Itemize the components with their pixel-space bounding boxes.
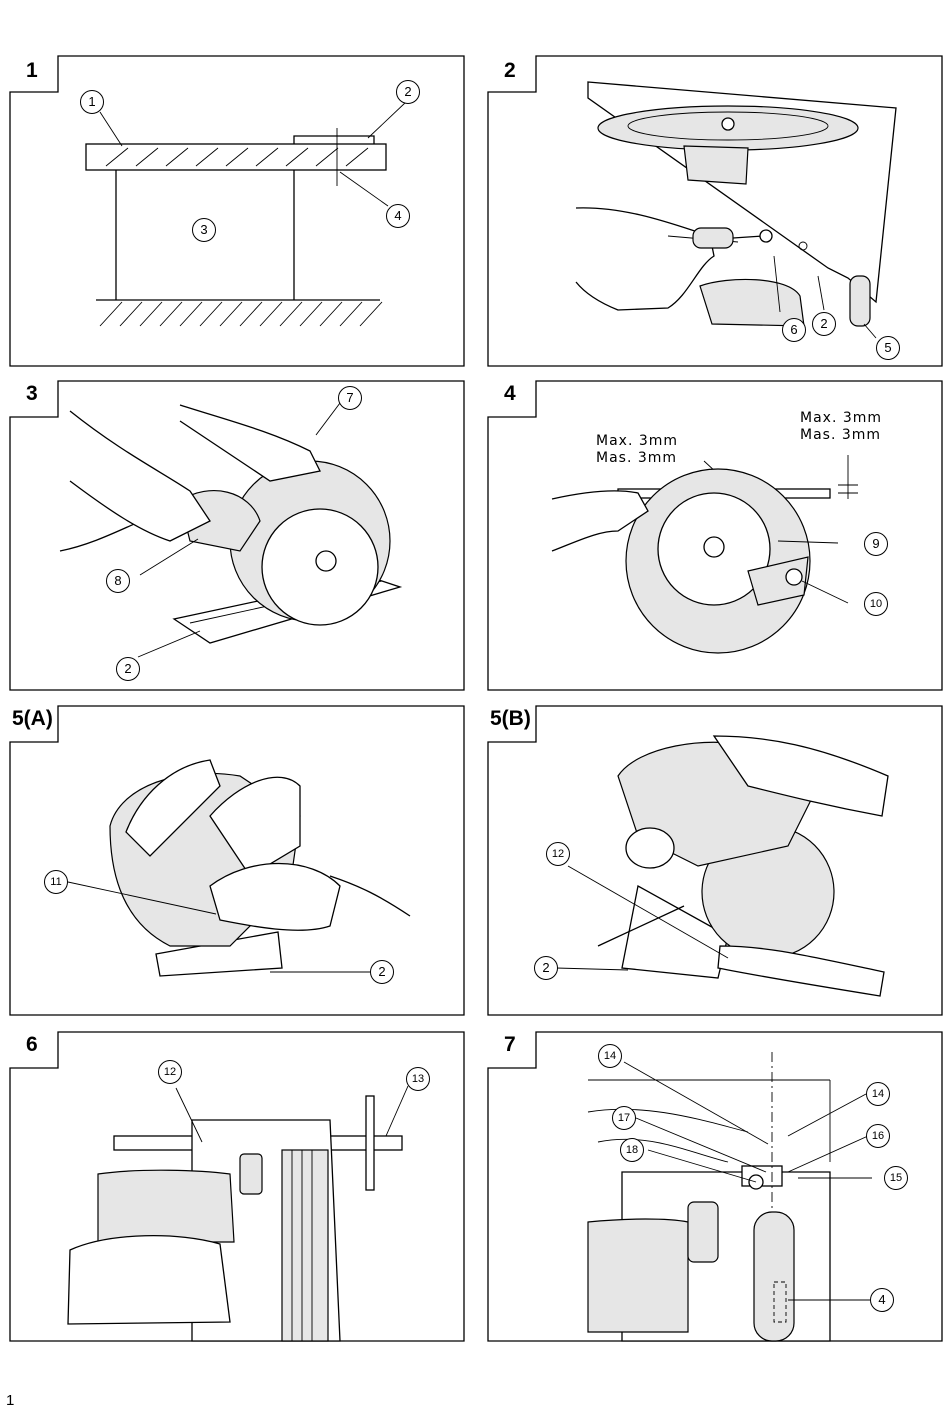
callout-15: 15 <box>884 1166 908 1190</box>
dimension-mas: Mas. 3mm <box>800 427 882 443</box>
figure-5b: 5(B) 12 2 <box>487 705 943 1016</box>
figure-7-drawing <box>487 1031 943 1342</box>
callout-6: 6 <box>782 318 806 342</box>
callout-10: 10 <box>864 592 888 616</box>
callout-2: 2 <box>396 80 420 104</box>
callout-16: 16 <box>866 1124 890 1148</box>
callout-8: 8 <box>106 569 130 593</box>
figure-5a-drawing <box>9 705 465 1016</box>
callout-5: 5 <box>876 336 900 360</box>
dimension-max: Max. 3mm <box>596 433 679 449</box>
callout-3: 3 <box>192 218 216 242</box>
page-number: 1 <box>6 1392 15 1409</box>
figure-2: 2 6 2 5 <box>487 55 943 367</box>
figure-1: 1 1 2 3 4 <box>9 55 465 367</box>
figure-5a: 5(A) 11 2 <box>9 705 465 1016</box>
figure-3-drawing <box>9 380 465 691</box>
callout-2: 2 <box>812 312 836 336</box>
figure-2-drawing <box>487 55 943 367</box>
callout-2: 2 <box>370 960 394 984</box>
callout-9: 9 <box>864 532 888 556</box>
callout-12: 12 <box>158 1060 182 1084</box>
figure-4: 4 Max. 3mm Mas. 3mm Max. 3mm Mas. 3mm 9 … <box>487 380 943 691</box>
callout-14-left: 14 <box>598 1044 622 1068</box>
callout-2: 2 <box>116 657 140 681</box>
figure-number: 2 <box>504 59 516 82</box>
figure-number: 5(B) <box>490 707 531 730</box>
callout-1: 1 <box>80 90 104 114</box>
figure-6-drawing <box>9 1031 465 1342</box>
callout-11: 11 <box>44 870 68 894</box>
figure-5b-drawing <box>487 705 943 1016</box>
callout-2: 2 <box>534 956 558 980</box>
callout-4: 4 <box>870 1288 894 1312</box>
callout-17: 17 <box>612 1106 636 1130</box>
figure-4-drawing <box>487 380 943 691</box>
dimension-mas: Mas. 3mm <box>596 450 678 466</box>
callout-13: 13 <box>406 1067 430 1091</box>
callout-14-right: 14 <box>866 1082 890 1106</box>
figure-7: 7 14 14 17 16 18 15 4 <box>487 1031 943 1342</box>
figure-number: 5(A) <box>12 707 53 730</box>
figure-1-drawing <box>9 55 465 367</box>
callout-4: 4 <box>386 204 410 228</box>
figure-6: 6 12 13 <box>9 1031 465 1342</box>
figure-number: 3 <box>26 382 38 405</box>
dimension-label-right: Max. 3mm Mas. 3mm <box>800 410 882 444</box>
figure-number: 1 <box>26 59 38 82</box>
dimension-max: Max. 3mm <box>800 410 883 426</box>
figure-number: 4 <box>504 382 516 405</box>
figure-number: 6 <box>26 1033 38 1056</box>
callout-18: 18 <box>620 1138 644 1162</box>
callout-12: 12 <box>546 842 570 866</box>
figure-3: 3 7 8 2 <box>9 380 465 691</box>
figure-number: 7 <box>504 1033 516 1056</box>
callout-7: 7 <box>338 386 362 410</box>
dimension-label-left: Max. 3mm Mas. 3mm <box>596 433 678 467</box>
